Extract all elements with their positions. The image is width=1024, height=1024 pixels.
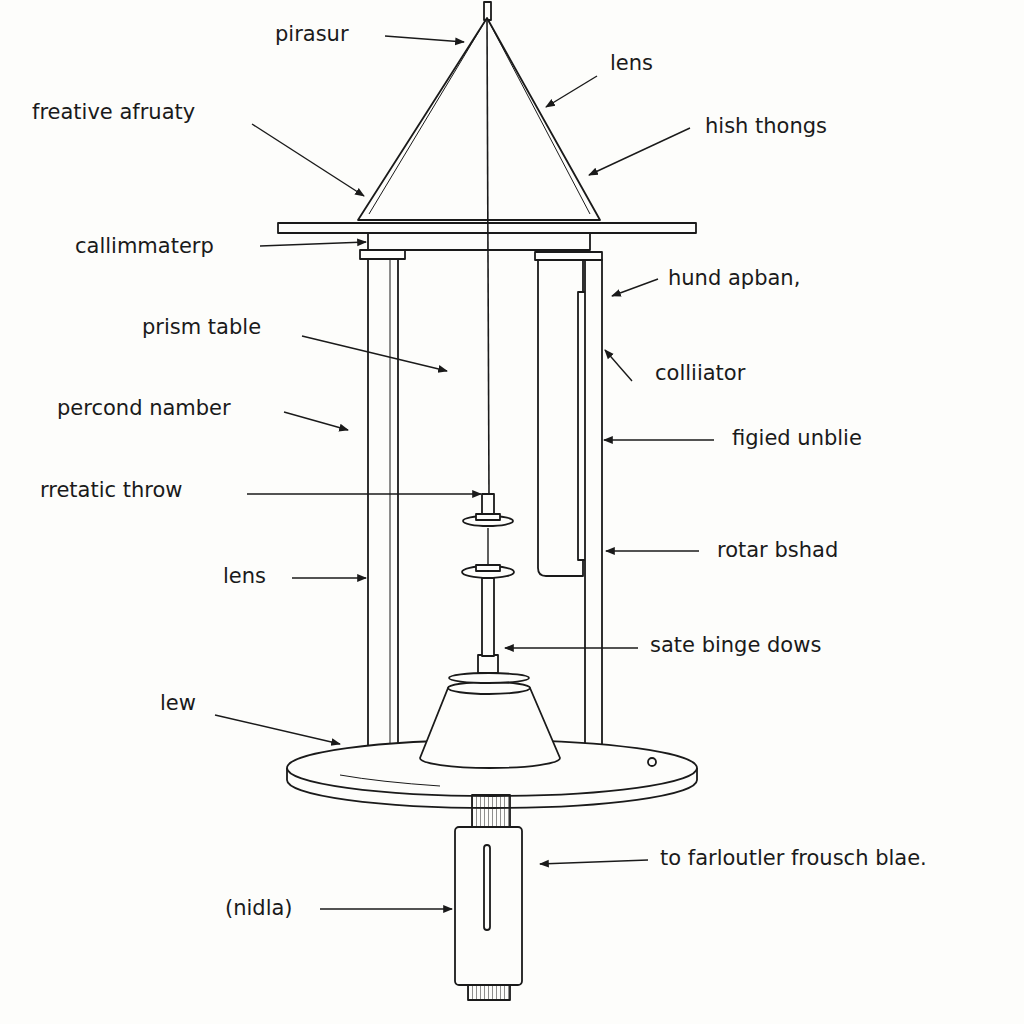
part-label: percond namber [57,396,231,420]
cone-base [420,688,560,768]
part-label: sate binge dows [650,633,821,657]
part-label: colliiator [655,361,745,385]
collar [368,233,590,250]
part-label: freative afruaty [32,100,195,124]
tube [538,260,583,576]
part-label: lens [223,564,266,588]
part-label: rretatic throw [40,478,183,502]
part-label: rotar bshad [717,538,838,562]
pillar-cap [360,250,405,259]
part-label: figied unblie [732,426,862,450]
central-rod [487,20,489,495]
lower-cylinder [455,827,522,985]
part-label: (nidla) [225,896,293,920]
part-label: pirasur [275,22,349,46]
neck [472,795,510,827]
part-label: to farloutler frousch blae. [660,846,927,870]
slot [484,845,490,930]
part-label: lens [610,51,653,75]
right-pillar [585,260,602,759]
shaft [482,578,494,656]
part-label: prism table [142,315,261,339]
top-plate [278,223,696,233]
part-label: callimmaterp [75,234,214,258]
block [478,655,498,673]
disc [462,566,514,578]
end-cap [468,985,510,1000]
leader-lines [215,36,714,909]
left-pillar [368,259,398,759]
part-label: lew [160,691,196,715]
roof-triangle [358,18,600,220]
pillar-cap [535,252,602,260]
part-label: hish thongs [705,114,827,138]
part-label: hund apban, [668,266,800,290]
block [482,494,494,514]
